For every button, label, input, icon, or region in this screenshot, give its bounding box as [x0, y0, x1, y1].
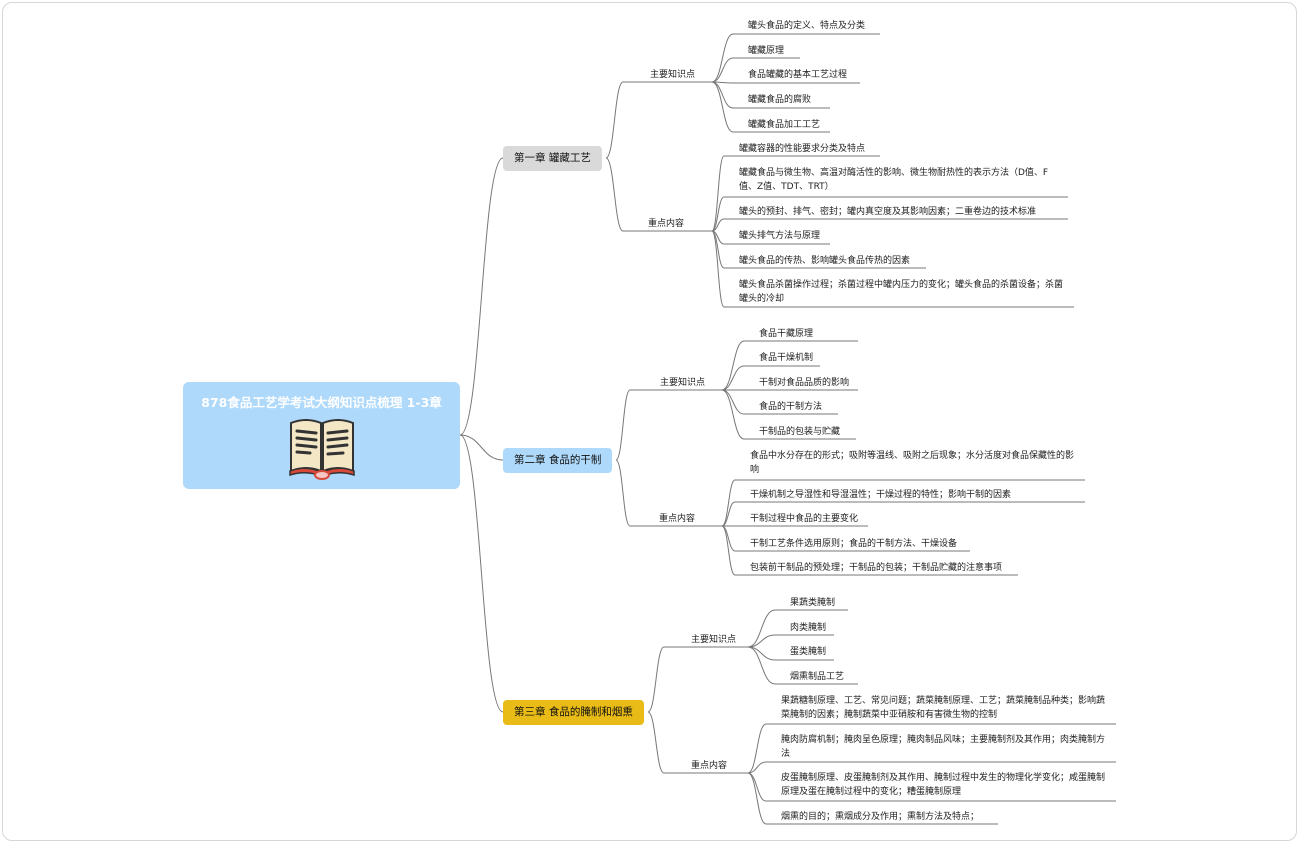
- connector: [721, 479, 736, 527]
- ch1-item[interactable]: 食品罐藏的基本工艺过程: [748, 70, 848, 80]
- ch2-main-points-label[interactable]: 主要知识点: [660, 378, 706, 388]
- ch1-item[interactable]: 罐藏原理: [748, 46, 785, 56]
- connector: [459, 434, 504, 713]
- connector: [711, 218, 725, 232]
- ch1-item[interactable]: 罐头排气方法与原理: [739, 231, 821, 241]
- open-book-icon: [289, 419, 355, 480]
- connector: [605, 157, 624, 232]
- connector: [459, 157, 504, 436]
- connector: [459, 434, 504, 461]
- ch3-item[interactable]: 腌肉防腐机制；腌肉呈色原理；腌肉制品风味；主要腌制剂及其作用；肉类腌制方法: [781, 735, 1106, 759]
- connector: [647, 711, 665, 774]
- connector: [711, 81, 734, 133]
- connector: [711, 33, 734, 83]
- ch2-key-content-label[interactable]: 重点内容: [659, 514, 696, 524]
- connector: [721, 340, 745, 391]
- connector: [747, 634, 776, 648]
- ch1-main-points-label[interactable]: 主要知识点: [650, 70, 696, 80]
- ch2-item[interactable]: 干制对食品品质的影响: [759, 378, 850, 388]
- ch3-item[interactable]: 烟熏的目的；熏烟成分及作用；熏制方法及特点；: [781, 812, 980, 822]
- chapter-2-node[interactable]: 第二章 食品的干制: [503, 448, 613, 473]
- ch2-item[interactable]: 干制品的包装与贮藏: [759, 427, 841, 437]
- ch2-item[interactable]: 干制过程中食品的主要变化: [750, 514, 859, 524]
- ch1-key-content-label[interactable]: 重点内容: [648, 219, 685, 229]
- connector: [747, 772, 767, 825]
- ch3-main-points-label[interactable]: 主要知识点: [691, 635, 737, 645]
- chapter-3-node[interactable]: 第三章 食品的腌制和烟熏: [503, 700, 644, 725]
- ch1-item[interactable]: 罐头食品的定义、特点及分类: [748, 21, 866, 31]
- connector: [747, 761, 767, 774]
- ch3-item[interactable]: 烟熏制品工艺: [790, 672, 845, 682]
- ch1-item[interactable]: 罐头的预封、排气、密封；罐内真空度及其影响因素；二重卷边的技术标准: [739, 207, 1037, 217]
- connector: [721, 501, 736, 527]
- connector: [647, 646, 665, 713]
- ch2-item[interactable]: 包装前干制品的预处理；干制品的包装；干制品贮藏的注意事项: [750, 563, 1003, 573]
- chapter-1-title: 第一章 罐藏工艺: [514, 152, 591, 164]
- root-node[interactable]: 878食品工艺学考试大纲知识点梳理 1-3章: [183, 382, 460, 489]
- ch2-item[interactable]: 干制工艺条件选用原则；食品的干制方法、干燥设备: [750, 539, 958, 549]
- ch1-item[interactable]: 罐藏食品的腐败: [748, 95, 812, 105]
- connector: [605, 81, 624, 159]
- connector: [711, 81, 734, 109]
- connector: [747, 646, 776, 661]
- connector: [721, 389, 745, 415]
- ch3-item[interactable]: 果蔬类腌制: [790, 598, 836, 608]
- connector: [615, 459, 631, 527]
- connector: [721, 365, 745, 391]
- connector: [747, 609, 776, 648]
- ch3-item[interactable]: 果蔬糖制原理、工艺、常见问题；蔬菜腌制原理、工艺；蔬菜腌制品种类；影响蔬菜腌制的…: [781, 696, 1106, 720]
- ch2-item[interactable]: 食品干燥机制: [759, 353, 814, 363]
- ch3-item[interactable]: 蛋类腌制: [790, 647, 827, 657]
- ch1-item[interactable]: 罐头食品的传热、影响罐头食品传热的因素: [739, 256, 911, 266]
- ch2-item[interactable]: 食品干藏原理: [759, 329, 814, 339]
- root-title: 878食品工艺学考试大纲知识点梳理 1-3章: [201, 395, 442, 410]
- ch3-item[interactable]: 皮蛋腌制原理、皮蛋腌制剂及其作用、腌制过程中发生的物理化学变化；咸蛋腌制原理及蛋…: [781, 773, 1106, 797]
- chapter-2-title: 第二章 食品的干制: [514, 454, 602, 466]
- ch3-key-content-label[interactable]: 重点内容: [691, 761, 728, 771]
- connector: [711, 230, 725, 308]
- ch1-item[interactable]: 罐藏食品加工工艺: [748, 120, 821, 130]
- connector: [711, 155, 725, 232]
- connector: [711, 196, 725, 232]
- ch1-item[interactable]: 罐藏食品与微生物、高温对酶活性的影响、微生物耐热性的表示方法（D值、F值、Z值、…: [739, 168, 1049, 192]
- ch1-item[interactable]: 罐藏容器的性能要求分类及特点: [739, 144, 866, 154]
- ch2-item[interactable]: 食品的干制方法: [759, 402, 823, 412]
- connector: [721, 389, 745, 440]
- chapter-3-title: 第三章 食品的腌制和烟熏: [514, 706, 633, 718]
- connector: [721, 525, 736, 576]
- connector: [615, 389, 631, 461]
- connector: [747, 646, 776, 685]
- ch2-item[interactable]: 干燥机制之导湿性和导湿温性；干燥过程的特性；影响干制的因素: [750, 490, 1012, 500]
- ch2-item[interactable]: 食品中水分存在的形式；吸附等温线、吸附之后现象；水分活度对食品保藏性的影响: [750, 451, 1075, 475]
- connector: [711, 57, 734, 83]
- connector: [747, 723, 767, 774]
- chapter-1-node[interactable]: 第一章 罐藏工艺: [503, 146, 602, 171]
- ch1-item[interactable]: 罐头食品杀菌操作过程；杀菌过程中罐内压力的变化；罐头食品的杀菌设备；杀菌罐头的冷…: [739, 280, 1064, 304]
- ch3-item[interactable]: 肉类腌制: [790, 623, 827, 633]
